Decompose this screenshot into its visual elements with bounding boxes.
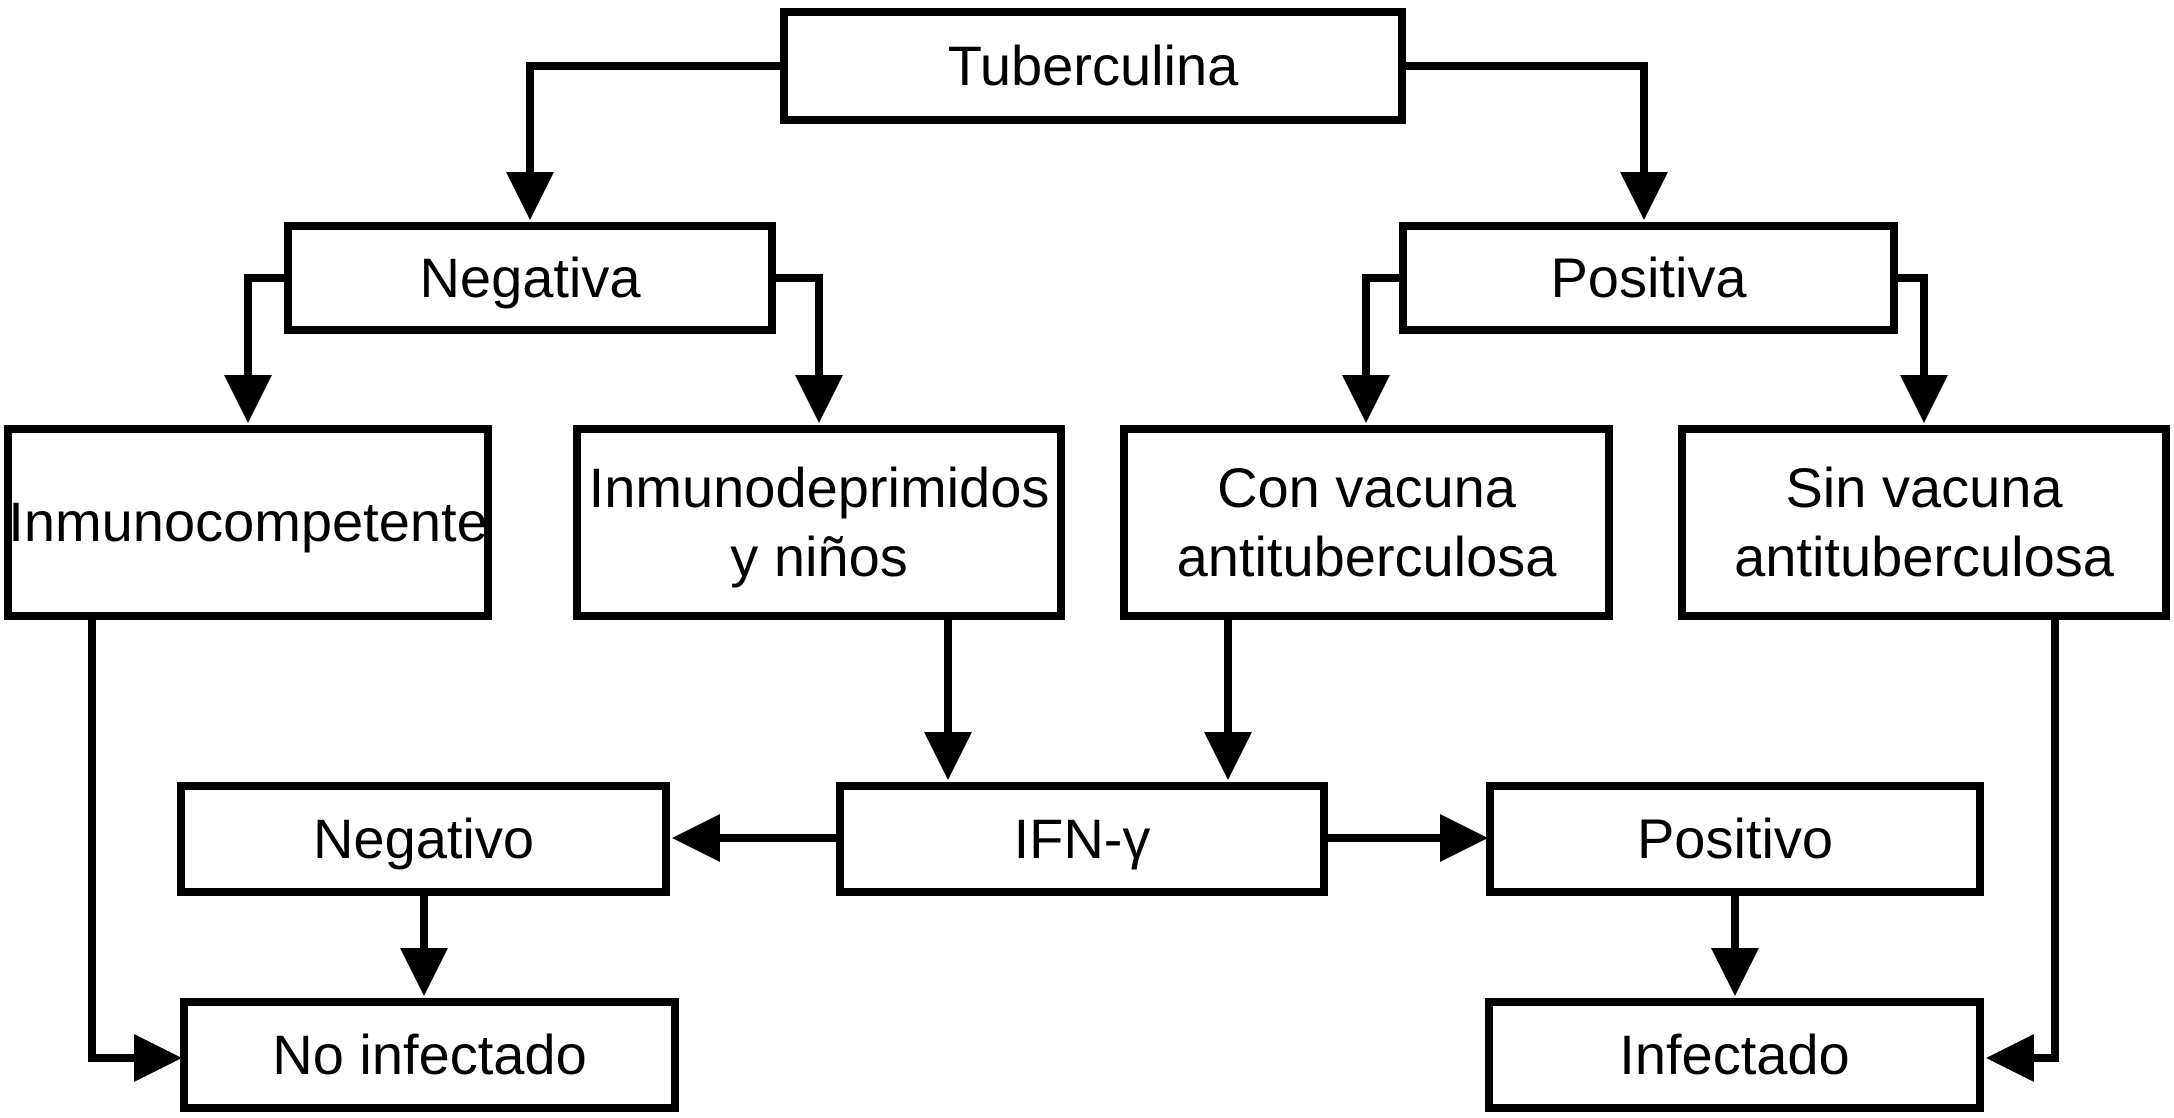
node-inmunocompetente: Inmunocompetente [4,425,492,620]
connector-tuberculina-positiva [1406,62,1668,220]
node-negativa: Negativa [284,222,776,334]
arrowhead-down [1204,732,1252,780]
connector-inmunocompetente-no-infectado [88,620,182,1082]
node-inmunodeprimidos: Inmunodeprimidos y niños [573,425,1065,620]
arrowhead-left [1986,1034,2034,1082]
connector-con-vacuna-ifn [1204,620,1252,780]
node-sin-vacuna-label: Sin vacuna antituberculosa [1734,456,2114,588]
node-positivo: Positivo [1486,782,1984,896]
arrowhead-down [400,948,448,996]
connector-positiva-sin-vacuna [1898,274,1948,423]
node-negativa-label: Negativa [419,245,641,309]
node-inmunocompetente-label: Inmunocompetente [8,490,488,554]
arrowhead-down [1900,375,1948,423]
arrowhead-left [672,814,720,862]
node-infectado-label: Infectado [1619,1022,1850,1086]
connector-tuberculina-negativa [506,62,780,220]
node-positivo-label: Positivo [1636,806,1834,870]
node-negativo: Negativo [177,782,670,896]
arrowhead-down [1620,172,1668,220]
node-positiva-label: Positiva [1550,245,1747,309]
node-negativo-label: Negativo [312,806,535,870]
arrowhead-down [1342,375,1390,423]
node-ifn-gamma: IFN-γ [836,782,1328,896]
connector-positiva-con-vacuna [1342,274,1399,423]
node-ifn-gamma-label: IFN-γ [1013,806,1151,870]
arrowhead-down [1711,948,1759,996]
node-infectado: Infectado [1485,998,1984,1112]
connector-negativo-no-infectado [400,896,448,996]
node-sin-vacuna: Sin vacuna antituberculosa [1678,425,2170,620]
connector-positivo-infectado [1711,896,1759,996]
arrowhead-down [224,375,272,423]
connector-sin-vacuna-infectado [1986,620,2059,1082]
node-no-infectado-label: No infectado [272,1022,587,1086]
node-positiva: Positiva [1399,222,1898,334]
arrowhead-down [506,172,554,220]
connector-ifn-negativo [672,814,836,862]
connector-negativa-inmunocompetente [224,274,284,423]
node-inmunodeprimidos-label: Inmunodeprimidos y niños [588,456,1050,588]
arrowhead-down [924,732,972,780]
node-tuberculina-label: Tuberculina [947,33,1239,97]
connector-ifn-positivo [1328,814,1488,862]
connector-inmunodeprimidos-ifn [924,620,972,780]
node-tuberculina: Tuberculina [780,8,1406,124]
node-con-vacuna: Con vacuna antituberculosa [1120,425,1613,620]
arrowhead-down [795,375,843,423]
node-no-infectado: No infectado [180,998,679,1112]
node-con-vacuna-label: Con vacuna antituberculosa [1176,456,1557,588]
arrowhead-right [1440,814,1488,862]
connector-negativa-inmunodeprimidos [776,274,843,423]
arrowhead-right [134,1034,182,1082]
